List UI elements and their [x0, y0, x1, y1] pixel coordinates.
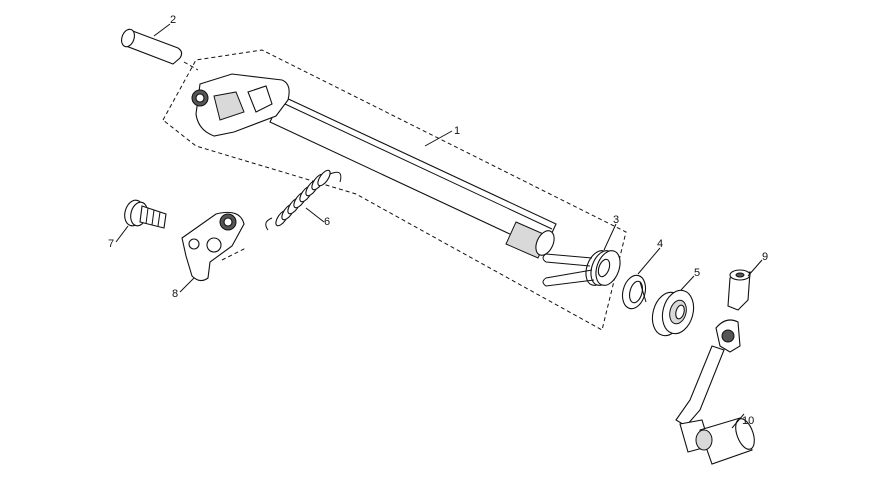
svg-text:1: 1 [454, 125, 460, 137]
svg-text:2: 2 [170, 14, 176, 26]
svg-text:10: 10 [742, 415, 754, 427]
part-6-tension-spring [265, 169, 342, 231]
part-2-pin [121, 28, 199, 71]
svg-text:5: 5 [694, 267, 700, 279]
part-4-circlip [621, 274, 647, 310]
callout-1: 1 [424, 125, 460, 147]
svg-text:7: 7 [108, 238, 114, 250]
callout-6: 6 [305, 207, 330, 228]
callout-4: 4 [637, 238, 663, 275]
part-10-shift-pedal [675, 319, 755, 465]
callout-8: 8 [172, 277, 195, 300]
callout-3: 3 [603, 214, 619, 251]
svg-text:8: 8 [172, 288, 178, 300]
callout-9: 9 [747, 251, 768, 277]
part-5-oil-seal [651, 289, 695, 337]
part-7-shoulder-bolt [124, 199, 167, 229]
svg-text:6: 6 [324, 216, 330, 228]
callouts: 1 2 3 4 5 6 7 8 [108, 14, 768, 429]
part-9-bolt [727, 269, 751, 311]
callout-7: 7 [108, 225, 129, 250]
svg-text:4: 4 [657, 238, 663, 250]
svg-text:9: 9 [762, 251, 768, 263]
part-1-shift-shaft [191, 73, 557, 259]
callout-5: 5 [680, 267, 700, 291]
callout-10: 10 [731, 413, 754, 429]
svg-text:3: 3 [613, 214, 619, 226]
part-8-detent-arm [181, 211, 247, 282]
callout-2: 2 [153, 14, 176, 37]
part-3-return-spring [542, 250, 621, 287]
assembly-group-outline [162, 49, 627, 331]
